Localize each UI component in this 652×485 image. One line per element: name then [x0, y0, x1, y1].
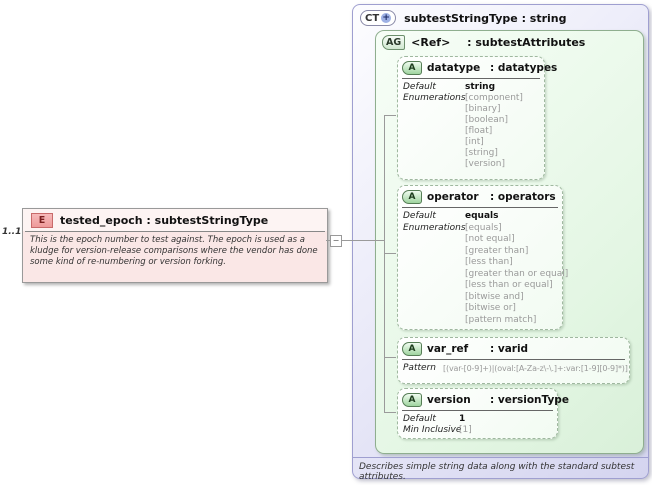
facet-value: [greater than or equal]	[465, 268, 569, 279]
expand-icon[interactable]: +	[381, 12, 392, 23]
complex-type-title: subtestStringType : string	[404, 11, 567, 25]
facet-value: [less than or equal]	[465, 280, 553, 290]
connector-line-tree	[384, 115, 385, 413]
divider	[353, 457, 648, 458]
connector-stub-operator	[384, 253, 396, 254]
attribute-badge: A	[402, 393, 422, 407]
attribute-group-type: : subtestAttributes	[467, 36, 586, 49]
complex-type-badge: CT +	[360, 10, 397, 26]
connector-stub-version	[384, 412, 396, 413]
attribute-group-badge: AG	[382, 35, 406, 50]
divider	[402, 359, 625, 360]
connector-line-main	[326, 240, 384, 241]
element-header: E tested_epoch : subtestStringType	[23, 209, 327, 231]
attribute-badge: A	[402, 190, 422, 204]
facet-label: Default	[403, 82, 436, 92]
facet-value: string	[465, 82, 496, 92]
attribute-name: datatype	[427, 62, 481, 74]
attribute-box-version[interactable]: A version : versionType Default 1 Min In…	[397, 388, 569, 439]
facet-label: Enumerations	[403, 222, 466, 233]
facet-value: [1]	[459, 425, 472, 435]
facet-value: [binary]	[465, 104, 501, 114]
attribute-badge: A	[402, 342, 422, 356]
attribute-group-name: <Ref>	[411, 36, 451, 49]
element-badge: E	[31, 213, 53, 228]
attribute-box-var-ref[interactable]: A var_ref : varid Pattern [(var-[0-9]+)|…	[397, 337, 630, 384]
facet-value: [string]	[465, 148, 498, 158]
facet-value: [boolean]	[465, 115, 509, 125]
facet-value: [bitwise or]	[465, 303, 516, 313]
facet-value: [(var-[0-9]+)|(oval:[A-Za-z\-\.]+:var:[1…	[443, 364, 628, 373]
facet-value: [pattern match]	[465, 314, 537, 325]
attribute-name: operator	[427, 191, 479, 203]
attribute-facets: Default 1 Min Inclusive [1]	[398, 411, 557, 436]
complex-type-annotation: Describes simple string data along with …	[359, 462, 635, 482]
complex-type-header: CT + subtestStringType : string	[360, 10, 567, 26]
divider	[25, 231, 325, 232]
attribute-type: : datatypes	[490, 62, 558, 74]
element-box[interactable]: E tested_epoch : subtestStringType This …	[22, 208, 328, 283]
facet-value: [less than]	[465, 257, 513, 267]
connector-stub-var-ref	[384, 357, 396, 358]
attribute-box-operator[interactable]: A operator : operators Default equals En…	[397, 185, 568, 330]
attribute-name: var_ref	[427, 343, 469, 355]
attribute-type: : varid	[490, 343, 529, 355]
collapse-icon[interactable]: −	[330, 235, 342, 247]
cardinality-label: 1..1	[2, 227, 22, 237]
attribute-facets: Pattern [(var-[0-9]+)|(oval:[A-Za-z\-\.]…	[398, 360, 629, 374]
divider	[402, 207, 558, 208]
attribute-facets: Default string Enumerations [component] …	[398, 79, 544, 170]
element-description: This is the epoch number to test against…	[30, 235, 318, 267]
complex-type-badge-label: CT	[365, 12, 380, 24]
attribute-group-header: AG <Ref> : subtestAttributes	[382, 35, 585, 50]
facet-value: [component]	[465, 93, 523, 103]
facet-value: [float]	[465, 126, 493, 136]
attribute-facets: Default equals Enumerations [equals] [no…	[398, 208, 568, 326]
attribute-header: A datatype : datatypes	[398, 57, 557, 78]
facet-label: Pattern	[403, 363, 436, 373]
facet-value: 1	[459, 414, 466, 424]
complex-type-box[interactable]: CT + subtestStringType : string AG <Ref>…	[352, 4, 649, 482]
facet-label: Default	[403, 211, 436, 221]
attribute-header: A operator : operators	[398, 186, 562, 207]
facet-value: [greater than]	[465, 245, 529, 256]
divider	[402, 410, 553, 411]
attribute-header: A version : versionType	[398, 389, 569, 410]
attribute-header: A var_ref : varid	[398, 338, 629, 359]
divider	[402, 78, 540, 79]
attribute-type: : versionType	[490, 394, 569, 406]
facet-label: Default	[403, 414, 436, 424]
facet-value: [bitwise and]	[465, 291, 524, 302]
facet-label: Enumerations	[403, 93, 466, 103]
facet-value: [not equal]	[465, 234, 515, 244]
attribute-box-datatype[interactable]: A datatype : datatypes Default string En…	[397, 56, 557, 180]
facet-value: [int]	[465, 137, 484, 147]
facet-value: [version]	[465, 159, 505, 169]
attribute-name: version	[427, 394, 471, 406]
facet-value: equals	[465, 211, 499, 221]
facet-label: Min Inclusive	[403, 425, 462, 435]
element-title: tested_epoch : subtestStringType	[60, 214, 269, 227]
connector-stub-datatype	[384, 115, 396, 116]
attribute-group-box[interactable]: AG <Ref> : subtestAttributes A datatype …	[375, 30, 644, 454]
facet-value: [equals]	[465, 222, 502, 233]
attribute-badge: A	[402, 61, 422, 75]
attribute-type: : operators	[490, 191, 556, 203]
